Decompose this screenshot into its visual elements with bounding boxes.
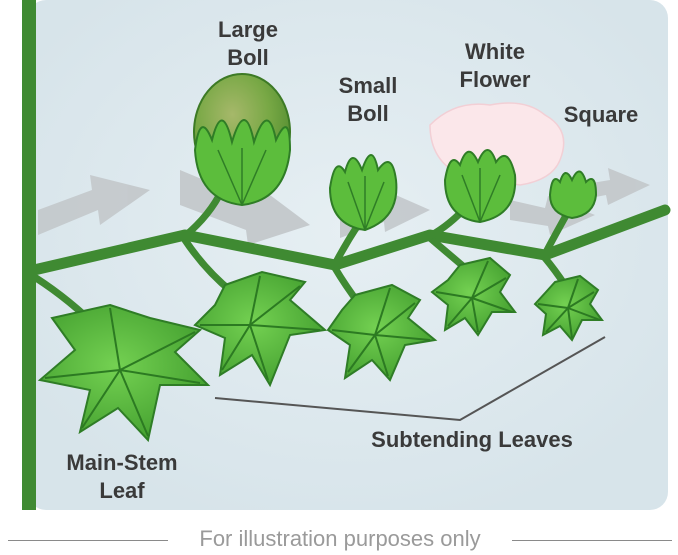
label-large-boll: Large Boll [200,16,296,72]
label-white-flower: White Flower [440,38,550,94]
main-stem [22,0,36,510]
label-main-stem-leaf: Main-Stem Leaf [52,449,192,505]
footer-disclaimer: For illustration purposes only [172,526,508,552]
label-square: Square [548,101,654,129]
square-bud [550,171,596,218]
label-subtending-leaves: Subtending Leaves [352,426,592,454]
footer-rule-left [8,540,168,541]
large-boll [194,74,290,205]
footer-rule-right [512,540,672,541]
label-small-boll: Small Boll [320,72,416,128]
